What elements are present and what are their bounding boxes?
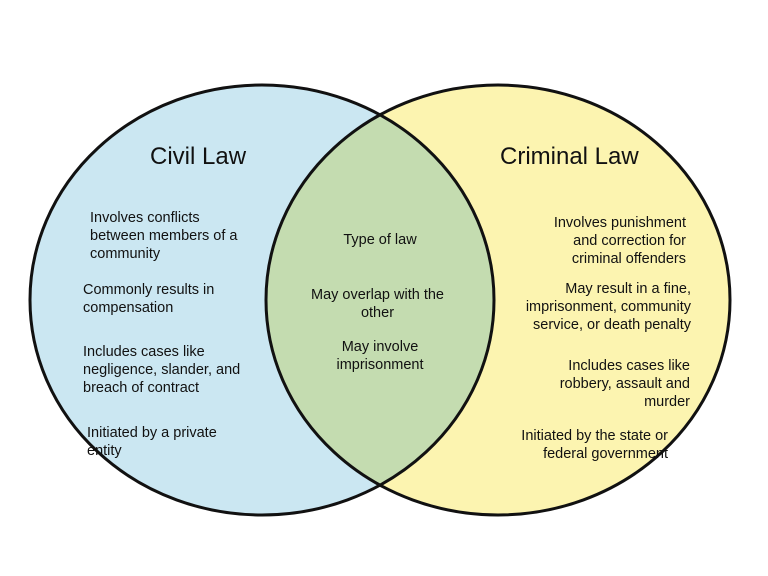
criminal-item-4: Initiated by the state or federal govern… bbox=[521, 428, 668, 462]
overlap-region bbox=[266, 85, 494, 515]
overlap-item-3: May involve imprisonment bbox=[336, 339, 424, 373]
criminal-item-1: Involves punishment and correction for c… bbox=[553, 215, 686, 267]
civil-item-3: Includes cases like negligence, slander,… bbox=[83, 344, 241, 396]
criminal-item-2: May result in a fine, imprisonment, comm… bbox=[525, 281, 691, 333]
civil-item-1: Involves conflicts between members of a … bbox=[90, 210, 238, 262]
civil-law-outline bbox=[28, 83, 496, 517]
civil-item-2: Commonly results in compensation bbox=[83, 282, 215, 316]
criminal-law-title: Criminal Law bbox=[500, 143, 639, 170]
criminal-item-3: Includes cases like robbery, assault and… bbox=[559, 358, 690, 410]
criminal-law-outline bbox=[264, 83, 732, 517]
overlap-item-1: Type of law bbox=[343, 232, 417, 248]
civil-item-4: Initiated by a private entity bbox=[87, 425, 217, 459]
civil-law-title: Civil Law bbox=[150, 143, 247, 170]
overlap-item-2: May overlap with the other bbox=[311, 287, 444, 321]
